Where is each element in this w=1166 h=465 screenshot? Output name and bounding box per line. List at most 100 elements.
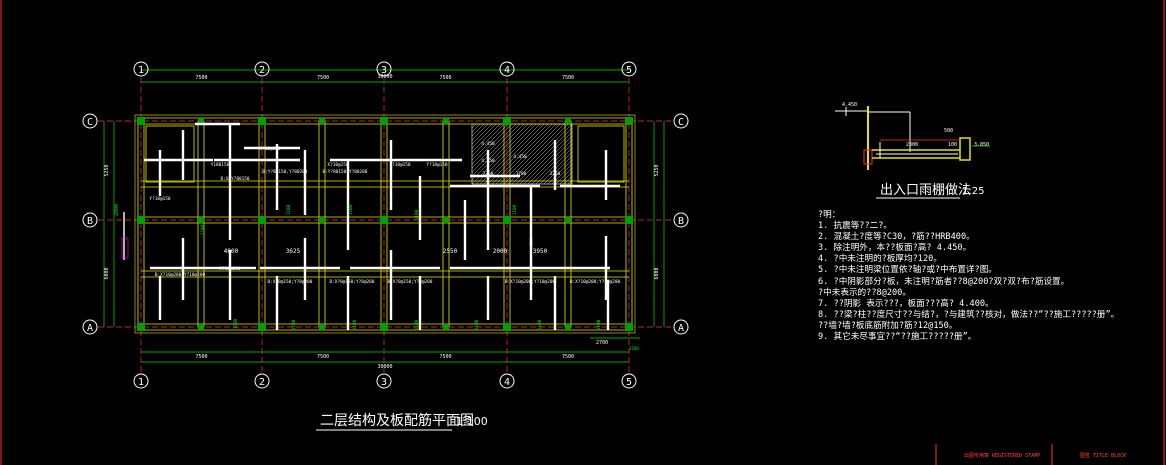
span-dim-label: 7500 [317, 354, 329, 360]
rebar-length-label: 1100 [286, 204, 292, 215]
rebar-annotation: X?10@200 [259, 146, 281, 152]
column [443, 217, 449, 223]
note-line: 1. 抗震等??二?。 [818, 221, 893, 232]
axis-bubble [621, 373, 637, 389]
row-dim-label: 6000 [654, 267, 660, 279]
detail-dim-label: 3.850 [974, 142, 989, 148]
note-line: 7. ??阴影 表示???，板面???高? 4.400。 [818, 298, 994, 309]
note-line: 3. 除注明外，本??板面?高? 4.450。 [818, 243, 972, 254]
rebar-annotation: Y?10@150 [426, 162, 448, 168]
axis-label: 2 [259, 65, 265, 76]
rebar-annotation: X?10@150 [389, 162, 411, 168]
detail-dim-label: 500 [944, 128, 953, 134]
rebar-annotation: B:Y?80150,Y?80200 [323, 169, 368, 175]
stamp-label: 出图专用章 REGISTERED STAMP [964, 453, 1041, 459]
overall-dim-label: 30000 [377, 364, 392, 370]
column [503, 323, 511, 331]
plan-outline [134, 114, 636, 334]
corner-dim-label: 2200 [629, 346, 639, 351]
notes-heading: ?明： [818, 210, 841, 220]
axis-bubble [499, 61, 515, 77]
column [258, 117, 266, 125]
note-line: 4. ?中未注明的?板厚均?120。 [818, 254, 942, 265]
column [137, 323, 145, 331]
rebar-annotation: X?10@200 [219, 266, 241, 272]
axis-label: 4 [504, 377, 510, 388]
detail-dim-label: 100 [948, 142, 957, 148]
inner-dim-label: 2000 [493, 248, 508, 255]
column [380, 323, 388, 331]
side-dim-label: 2800 [114, 204, 120, 216]
rebar-annotation: B:X?10@200;Y?10@200 [155, 272, 206, 278]
rebar-annotation: 4.450 [513, 154, 527, 160]
rebar-annotation: X?10@150 [327, 162, 349, 168]
inner-dim-label: 2550 [443, 248, 458, 255]
column [198, 324, 204, 330]
canopy-detail-drawing [835, 106, 990, 170]
column [380, 216, 388, 224]
column [503, 216, 511, 224]
span-dim-label: 7500 [439, 354, 451, 360]
column [198, 118, 204, 124]
rebar-annotation: 2750 [483, 171, 494, 177]
note-line: 5. ?中未注明梁位置依?轴?或?中布置详?图。 [818, 265, 997, 276]
row-dim-label: 5250 [654, 164, 660, 176]
column [319, 217, 325, 223]
column [137, 117, 145, 125]
corner-dim-label: 2700 [596, 340, 608, 346]
plan-title: 二层结构及板配筋平面图 [320, 412, 474, 429]
column [565, 217, 571, 223]
stair-box [145, 125, 195, 183]
note-line: 9. 其它未尽事宜??“??施工?????册”。 [818, 332, 977, 343]
column [258, 323, 266, 331]
stair-box [577, 125, 625, 183]
rebar-length-label: 1100 [348, 204, 354, 215]
axis-label: A [87, 323, 93, 334]
rebar-annotation: B:X?8@150;Y?8@200 [388, 279, 433, 285]
axis-bubble [376, 61, 392, 77]
axis-label: B [87, 216, 93, 227]
stamp-label: 图签 TITLE BLOCK [1080, 453, 1127, 459]
rebar-annotation: B:X?10@200;Y?10@200 [570, 279, 621, 285]
note-line: 6. ?中阴影部分?板，未注明?筋者??8@200?双?双?布?筋设置。 [818, 276, 1070, 287]
detail-scale: 1:25 [962, 186, 984, 197]
rebar-annotation: B:X?10@200;Y?10@200 [505, 279, 556, 285]
rebar-annotation: B:X&Y?80150 [220, 176, 249, 182]
rebar-annotation: 4.450 [481, 141, 495, 147]
rebar-annotation: B:X?8@150;Y?8@200 [268, 279, 313, 285]
row-dim-label: 6000 [104, 267, 110, 279]
axis-label: B [678, 216, 684, 227]
span-dim-label: 7500 [195, 354, 207, 360]
inner-dim-label: 4000 [224, 248, 239, 255]
inner-dim-label: 3950 [533, 248, 548, 255]
rebar-annotation: 4.450 [481, 158, 495, 164]
rebar-annotation: 2250 [550, 171, 561, 177]
axis-label: 5 [626, 65, 632, 76]
axis-label: C [87, 117, 93, 128]
note-line: 8. ??梁?柱??度尺寸??与结?，?与建筑??核对，做法??“??施工???… [818, 309, 1120, 320]
column [565, 324, 571, 330]
axis-bubble [621, 61, 637, 77]
axis-bubble [254, 61, 270, 77]
axis-label: 4 [504, 65, 510, 76]
axis-label: 1 [138, 377, 144, 388]
span-dim-label: 7500 [317, 75, 329, 81]
rebar-annotation: 1700 [516, 171, 527, 177]
axis-label: 5 [626, 377, 632, 388]
rebar-annotation: Y?10@150 [149, 196, 171, 202]
span-dim-label: 7500 [439, 75, 451, 81]
axis-bubble [254, 373, 270, 389]
rebar-length-label: 1100 [512, 204, 518, 215]
span-dim-label: 7500 [562, 75, 574, 81]
detail-title: 出入口雨棚做法 [880, 183, 971, 198]
inner-dim-label: 3625 [286, 248, 301, 255]
axis-label: 2 [259, 377, 265, 388]
rebar-annotation: Y180150 [211, 162, 230, 168]
column [443, 324, 449, 330]
rebar-length-label: 1100 [414, 319, 420, 330]
row-dim-label: 5250 [104, 164, 110, 176]
column [137, 216, 145, 224]
rebar-length-label: 1100 [414, 209, 420, 220]
column [503, 117, 511, 125]
